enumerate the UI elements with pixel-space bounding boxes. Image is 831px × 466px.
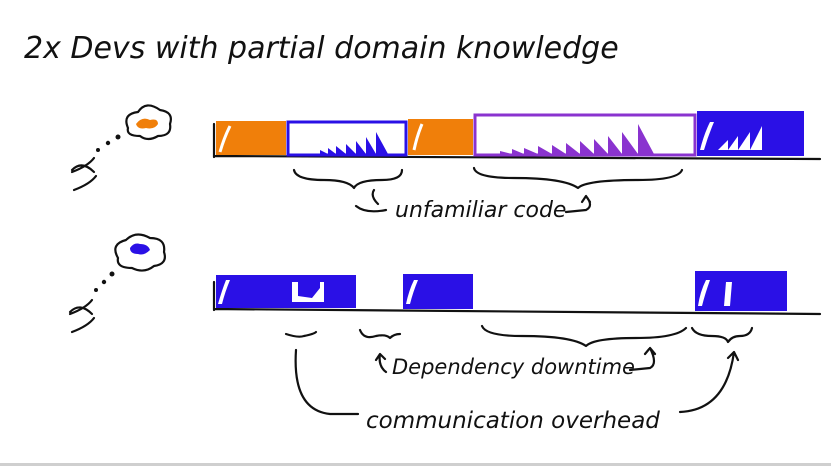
downtime-brace [480,324,688,348]
label-communication-overhead: communication overhead [366,408,660,434]
timeline-1-segment-orange-1 [216,121,286,155]
bottom-divider [0,463,831,466]
label-unfamiliar-code: unfamiliar code [395,198,566,223]
timeline-1-segment-blue-1 [286,120,408,157]
comm-brace-3 [690,326,754,344]
timeline-2-segment-blue-2 [403,274,473,309]
unfamiliar-brace-2 [472,166,684,190]
timeline-1-segment-purple [473,113,697,157]
comm-brace-1 [284,330,318,338]
arrow-right-downtime [628,346,657,372]
comm-left-connector [294,348,360,416]
arrow-left-downtime [374,352,388,374]
comm-right-connector [678,350,740,414]
timeline-2-axis [212,280,822,316]
arrow-right-unfamiliar [564,194,592,214]
thought-bubble-fill [136,118,158,129]
thought-bubble-fill [130,243,150,255]
dev-2-thinking-face-icon [68,233,166,334]
label-dependency-downtime: Dependency downtime [392,355,635,379]
arrow-left-unfamiliar [354,188,388,213]
diagram-title: 2x Devs with partial domain knowledge [24,31,619,66]
timeline-1-segment-blue-2 [697,111,804,156]
dev-1-thinking-face-icon [70,104,172,192]
timeline-2-segment-blue-1 [216,275,356,308]
timeline-2-segment-blue-3 [695,271,787,311]
unfamiliar-brace-1 [292,168,404,190]
comm-brace-2 [358,328,402,340]
